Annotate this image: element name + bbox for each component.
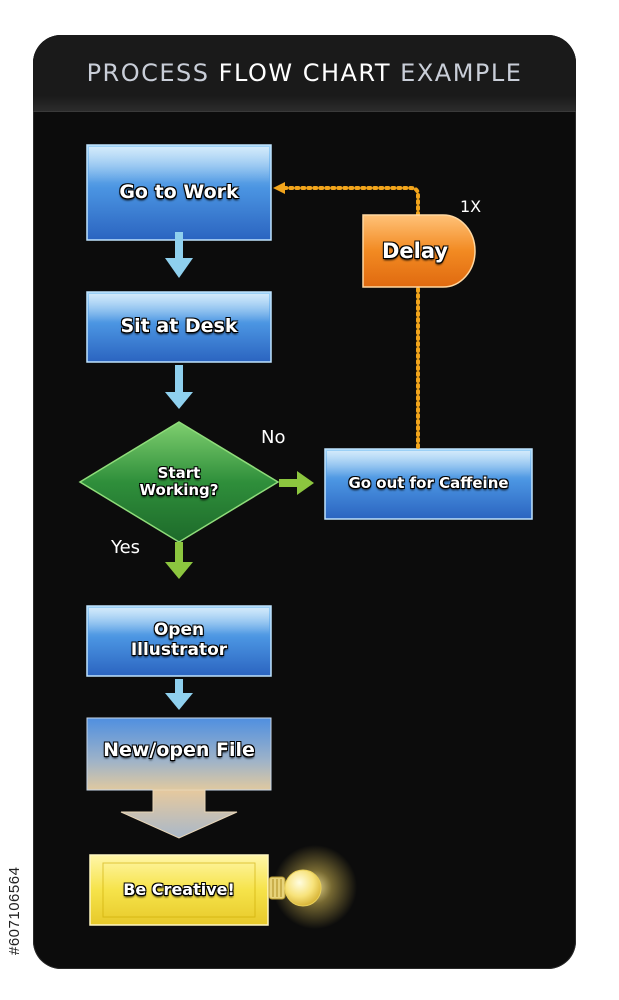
arrow-desk-to-decision <box>165 365 193 409</box>
be-creative-label: Be Creative! <box>123 879 235 899</box>
sit-at-desk-box <box>86 291 272 363</box>
go-out-label: Go out for Caffeine <box>348 474 509 493</box>
open-illustrator-box <box>86 605 272 677</box>
title-bar: PROCESS FLOW CHART EXAMPLE <box>33 35 576 112</box>
big-down-arrow <box>120 789 238 839</box>
title-part-3: EXAMPLE <box>400 59 523 87</box>
flowchart-diagram <box>78 144 533 929</box>
arrow-work-to-desk <box>165 232 193 278</box>
lightbulb-icon <box>268 869 322 907</box>
start-working-line-2: Working? <box>139 481 219 499</box>
title-part-1: PROCESS <box>86 59 210 87</box>
be-creative-box <box>89 854 269 926</box>
arrow-yes <box>165 542 193 579</box>
open-illustrator-line-1: Open <box>153 620 205 641</box>
go-to-work-label: Go to Work <box>119 180 239 203</box>
open-illustrator-line-2: Illustrator <box>130 640 228 660</box>
arrow-no <box>279 471 314 495</box>
new-open-file-label: New/open File <box>103 738 255 761</box>
go-to-work-box <box>86 144 272 241</box>
delay-shape <box>362 214 476 288</box>
repeat-label: 1X <box>460 197 482 216</box>
page-title: PROCESS FLOW CHART EXAMPLE <box>33 59 576 87</box>
title-part-2: FLOW CHART <box>218 59 392 87</box>
go-out-for-caffeine-box <box>324 448 533 520</box>
sit-at-desk-label: Sit at Desk <box>120 315 238 338</box>
start-working-line-1: Start <box>157 463 201 482</box>
delay-label: Delay <box>381 238 449 263</box>
open-illustrator-label: Open Illustrator <box>87 606 271 676</box>
flowchart-panel: PROCESS FLOW CHART EXAMPLE <box>33 35 576 969</box>
dotted-arrowhead <box>273 182 285 194</box>
no-label: No <box>261 427 286 448</box>
arrow-illustrator-to-file <box>165 679 193 710</box>
dotted-feedback-line <box>283 186 420 449</box>
new-open-file-box <box>86 717 272 791</box>
start-working-label: Start Working? <box>109 447 249 517</box>
yes-label: Yes <box>111 537 141 558</box>
stock-id: #607106564 <box>6 866 23 955</box>
